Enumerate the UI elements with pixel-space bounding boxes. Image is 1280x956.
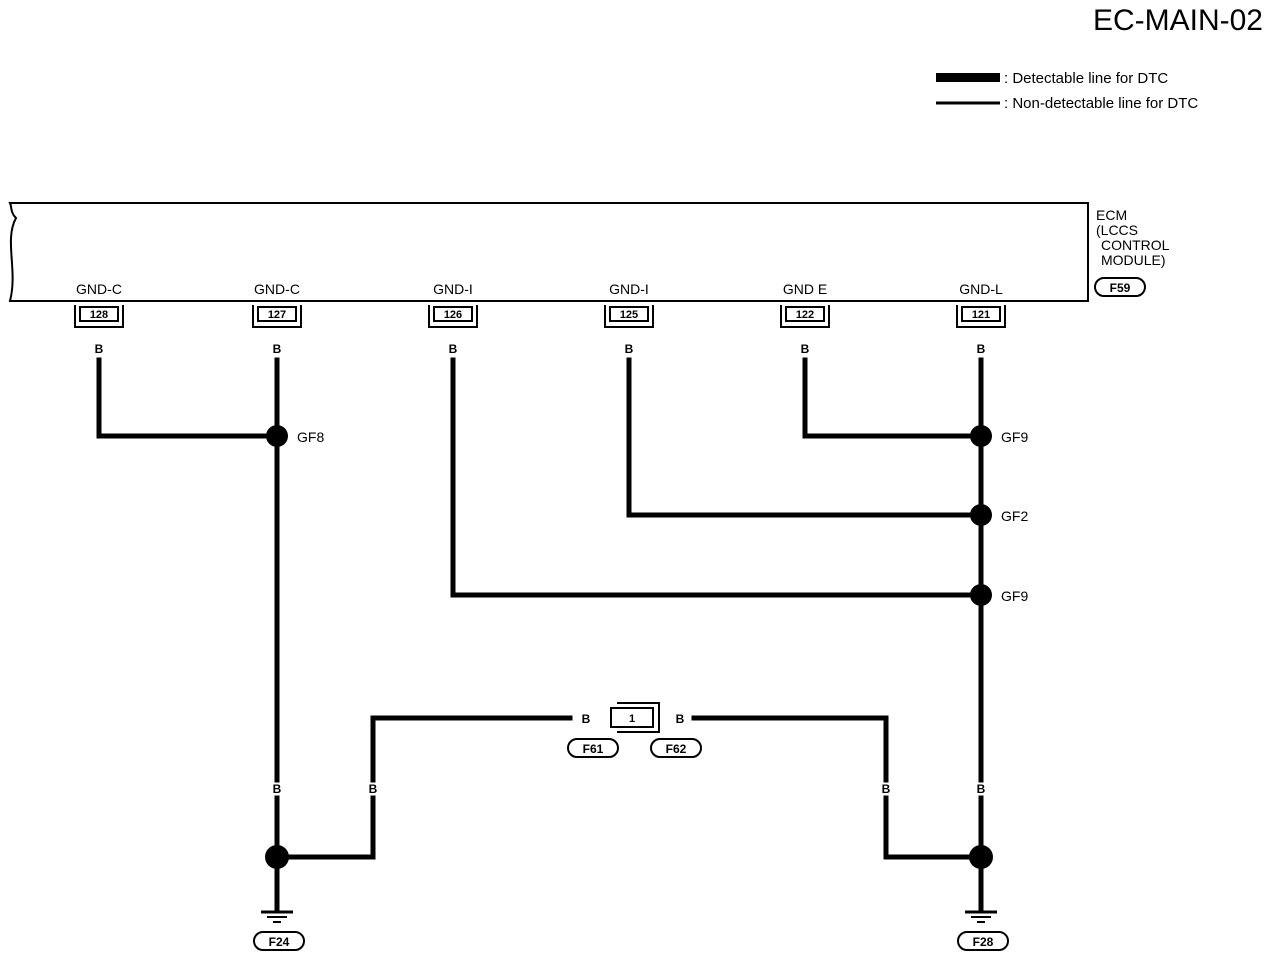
joint-connector: B B 1 F61 F62 (567, 702, 702, 758)
wire-color: B (449, 342, 458, 356)
joint-pin-number: 1 (629, 713, 635, 725)
pin-number: 126 (444, 309, 462, 321)
terminal-label: GND-I (609, 281, 649, 297)
splice-gf2 (970, 504, 992, 526)
wire-128-to-gf8 (96, 357, 280, 439)
ecm-name-line-4: MODULE) (1101, 252, 1166, 268)
terminal-label: GND-C (76, 281, 122, 297)
connector-f61-badge (567, 738, 619, 758)
wires (96, 357, 984, 911)
ecm-connector-label: F59 (1110, 281, 1131, 295)
joint-right-wire-color: B (676, 712, 685, 726)
detectable-line-swatch (936, 73, 1000, 82)
terminal-125: GND-I 125 B (604, 281, 654, 356)
wire-color: B (95, 342, 104, 356)
wire-right-to-splice (883, 795, 984, 860)
splice-gf9-bottom (970, 584, 992, 606)
ground-left-badge (253, 931, 305, 951)
pin-number: 128 (90, 309, 108, 321)
ground-right-label: F28 (973, 935, 994, 949)
ecm-name-line-2: (LCCS (1096, 222, 1138, 238)
wire-left-splice-to-joint (274, 795, 376, 860)
ecm-name-line-3: CONTROL (1101, 237, 1170, 253)
ecm-name-line-1: ECM (1096, 207, 1127, 223)
terminal-label: GND-C (254, 281, 300, 297)
splice-gf8-label: GF8 (297, 429, 324, 445)
legend-detectable-text: : Detectable line for DTC (1004, 70, 1168, 87)
joint-pin-box (610, 707, 654, 728)
splice-gf8 (266, 425, 288, 447)
connector-f62-badge (650, 738, 702, 758)
terminal-label: GND-L (959, 281, 1003, 297)
wire-color: B (273, 342, 282, 356)
splice-gf9-top (970, 425, 992, 447)
terminal-127: GND-C 127 B (252, 281, 302, 356)
joint-left-wire-color: B (582, 712, 591, 726)
pin-number: 125 (620, 309, 638, 321)
splice-gf9-bottom-label: GF9 (1001, 588, 1028, 604)
terminal-122: GND E 122 B (780, 281, 830, 356)
ground-left-label: F24 (269, 935, 290, 949)
wire-color-left-up: B (369, 782, 378, 796)
wire-color: B (625, 342, 634, 356)
wire-color: B (801, 342, 810, 356)
terminal-label: GND-I (433, 281, 473, 297)
splice-left-ground (265, 845, 289, 869)
ground-right-badge (957, 931, 1009, 951)
wire-color-left-vertical: B (273, 782, 282, 796)
splice-gf9-top-label: GF9 (1001, 429, 1028, 445)
legend: : Detectable line for DTC : Non-detectab… (936, 70, 1198, 112)
ground-right: F28 (957, 910, 1009, 951)
page-title: EC-MAIN-02 (1093, 4, 1263, 37)
splice-right-ground (969, 845, 993, 869)
wire-color: B (977, 342, 986, 356)
wire-left-to-f61 (370, 715, 573, 783)
wire-126-to-gf9-bottom (450, 357, 984, 598)
legend-non-detectable-text: : Non-detectable line for DTC (1004, 95, 1198, 112)
terminal-label: GND E (783, 281, 827, 297)
pin-number: 121 (972, 309, 990, 321)
ecm-box: ECM (LCCS CONTROL MODULE) F59 (8, 202, 1170, 302)
pin-number: 122 (796, 309, 814, 321)
connector-f61-label: F61 (583, 742, 604, 756)
terminal-121: GND-L 121 B (956, 281, 1006, 356)
wire-125-to-gf2 (626, 357, 984, 518)
pin-number: 127 (268, 309, 286, 321)
connector-f62-label: F62 (666, 742, 687, 756)
wire-color-right-down: B (882, 782, 891, 796)
splice-gf2-label: GF2 (1001, 508, 1028, 524)
ecm-connector-badge (1094, 277, 1146, 297)
terminal-126: GND-I 126 B (428, 281, 478, 356)
wire-f62-to-right (691, 715, 889, 783)
wire-122-to-gf9 (802, 357, 984, 439)
ground-left: F24 (253, 910, 305, 951)
terminal-128: GND-C 128 B (74, 281, 124, 356)
wire-color-right-vertical: B (977, 782, 986, 796)
